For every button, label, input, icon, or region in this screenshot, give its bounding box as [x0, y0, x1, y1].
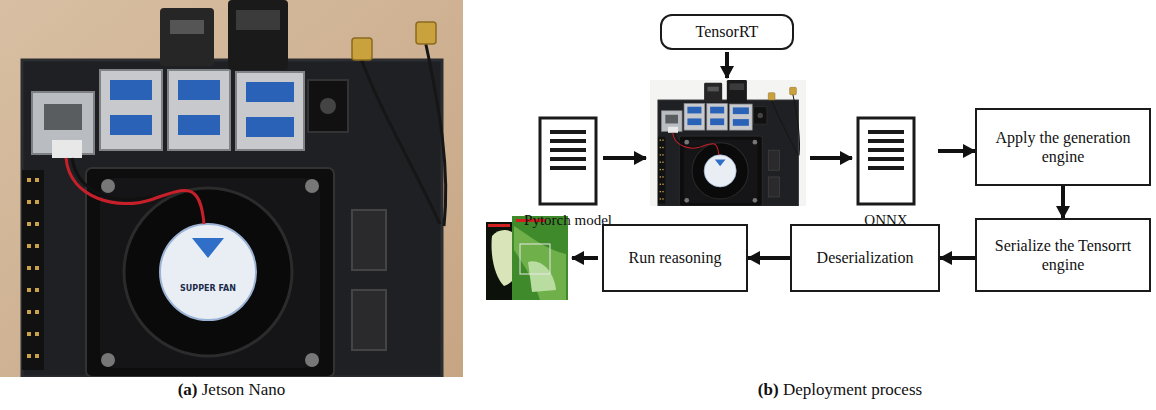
process-box: Deserialization [790, 224, 940, 292]
box-text-group: Apply the generation engine [983, 128, 1143, 166]
flow-arrow [940, 256, 975, 260]
panel-letter: (a) [178, 380, 198, 399]
box-label: Apply the generation engine [983, 128, 1143, 166]
box-label: Serialize the Tensorrt engine [983, 236, 1143, 274]
box-label: Run reasoning [629, 248, 722, 267]
flow-arrow [1061, 186, 1065, 218]
box-label: TensorRT [696, 22, 759, 41]
fan-sticker-text: SUPPER FAN [180, 284, 236, 293]
box-text-group: Deserialization [817, 248, 914, 267]
process-box: Serialize the Tensorrt engine [975, 218, 1151, 292]
caption-text: Jetson Nano [202, 380, 286, 399]
box-text-group: Run reasoning [629, 248, 722, 267]
box-label: Deserialization [817, 248, 914, 267]
figure-caption: (a) Jetson Nano [0, 380, 463, 400]
panel-letter: (b) [758, 380, 779, 399]
document-icon [538, 116, 598, 206]
flow-arrow [938, 149, 975, 153]
model-file: Pytorch model [512, 116, 624, 229]
engine-box: TensorRT [660, 14, 794, 50]
flow-arrow [748, 256, 790, 260]
document-icon [856, 116, 916, 206]
onnx-file: ONNX [834, 116, 938, 229]
box-text-group: Serialize the Tensorrt engine [983, 236, 1143, 274]
box-text-group: TensorRT [696, 22, 759, 41]
process-box: Run reasoning [602, 224, 748, 292]
process-box: Apply the generation engine [975, 108, 1151, 186]
caption-text: Deployment process [783, 380, 922, 399]
fan-sticker-text: SUPPER FAN [160, 284, 256, 293]
figure-caption: (b) Deployment process [640, 380, 1040, 400]
